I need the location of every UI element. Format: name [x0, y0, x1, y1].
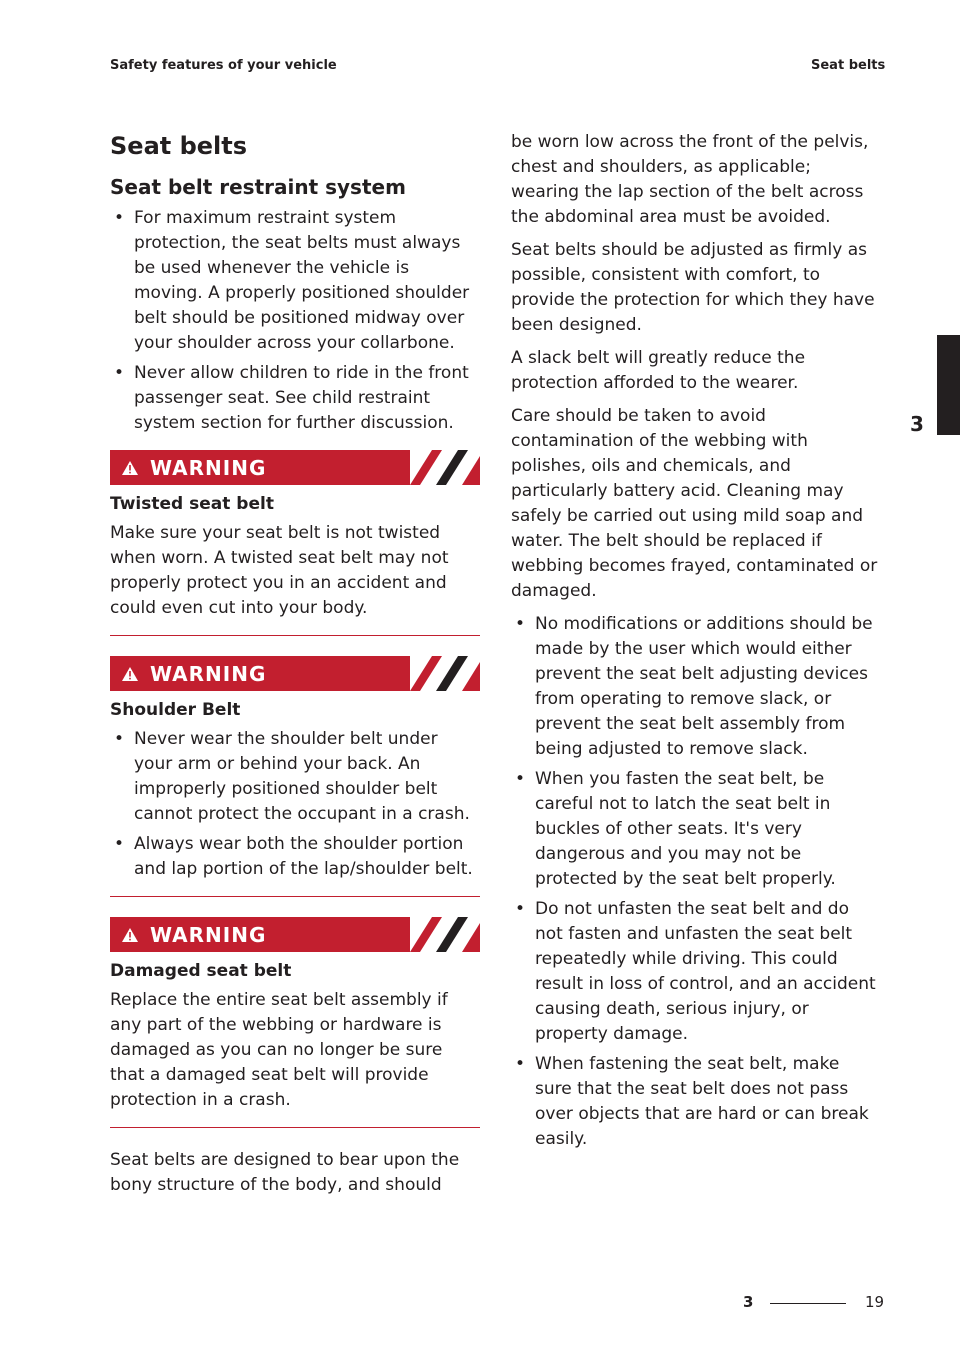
warning-title: Shoulder Belt [110, 700, 241, 720]
warning-text: Make sure your seat belt is not twisted … [110, 523, 449, 618]
footer-page-number: 19 [865, 1293, 885, 1311]
body-paragraph: Seat belts should be adjusted as firmly … [511, 240, 875, 335]
list-item: For maximum restraint system protection,… [110, 206, 480, 356]
warning-label: WARNING [150, 661, 267, 686]
body-paragraph: Care should be taken to avoid contaminat… [511, 406, 878, 601]
list-item: Always wear both the shoulder portion an… [110, 832, 480, 882]
warning-text: Replace the entire seat belt assembly if… [110, 990, 448, 1110]
intro-bullet-list: For maximum restraint system protection,… [110, 206, 480, 436]
list-item: When fastening the seat belt, make sure … [511, 1052, 881, 1152]
warning-title: Twisted seat belt [110, 494, 274, 514]
body-paragraph: be worn low across the front of the pelv… [511, 132, 869, 227]
warning-title: Damaged seat belt [110, 961, 292, 981]
list-item: Never wear the shoulder belt under your … [110, 727, 480, 827]
chapter-tab-marker [937, 335, 960, 435]
warning-slash-decoration [410, 917, 480, 952]
warning-label: WARNING [150, 922, 267, 947]
warning-slash-decoration [410, 450, 480, 485]
section-subtitle: Seat belt restraint system [110, 175, 406, 199]
list-item: Never allow children to ride in the fron… [110, 361, 480, 436]
warning-divider [110, 1127, 480, 1128]
caution-bullet-list: No modifications or additions should be … [511, 612, 881, 1152]
warning-banner: WARNING [110, 917, 480, 952]
list-item: No modifications or additions should be … [511, 612, 881, 762]
warning-banner: WARNING [110, 656, 480, 691]
warning-divider [110, 635, 480, 636]
left-column: Seat belts Seat belt restraint system Fo… [110, 130, 480, 1206]
footer-chapter-number: 3 [743, 1293, 754, 1311]
list-item: Do not unfasten the seat belt and do not… [511, 897, 881, 1047]
right-column: be worn low across the front of the pelv… [511, 130, 881, 1160]
footer-divider [770, 1303, 846, 1304]
chapter-tab-number: 3 [910, 412, 924, 436]
closing-paragraph: Seat belts are designed to bear upon the… [110, 1150, 460, 1195]
warning-label: WARNING [150, 455, 267, 480]
warning-bullet-list: Never wear the shoulder belt under your … [110, 727, 480, 882]
page-title: Seat belts [110, 132, 248, 160]
warning-divider [110, 896, 480, 897]
running-header-topic: Seat belts [811, 58, 886, 73]
body-paragraph: A slack belt will greatly reduce the pro… [511, 348, 806, 393]
warning-triangle-icon [122, 666, 138, 681]
warning-triangle-icon [122, 460, 138, 475]
warning-banner: WARNING [110, 450, 480, 485]
warning-triangle-icon [122, 927, 138, 942]
running-header-section: Safety features of your vehicle [110, 58, 337, 73]
warning-slash-decoration [410, 656, 480, 691]
list-item: When you fasten the seat belt, be carefu… [511, 767, 881, 892]
